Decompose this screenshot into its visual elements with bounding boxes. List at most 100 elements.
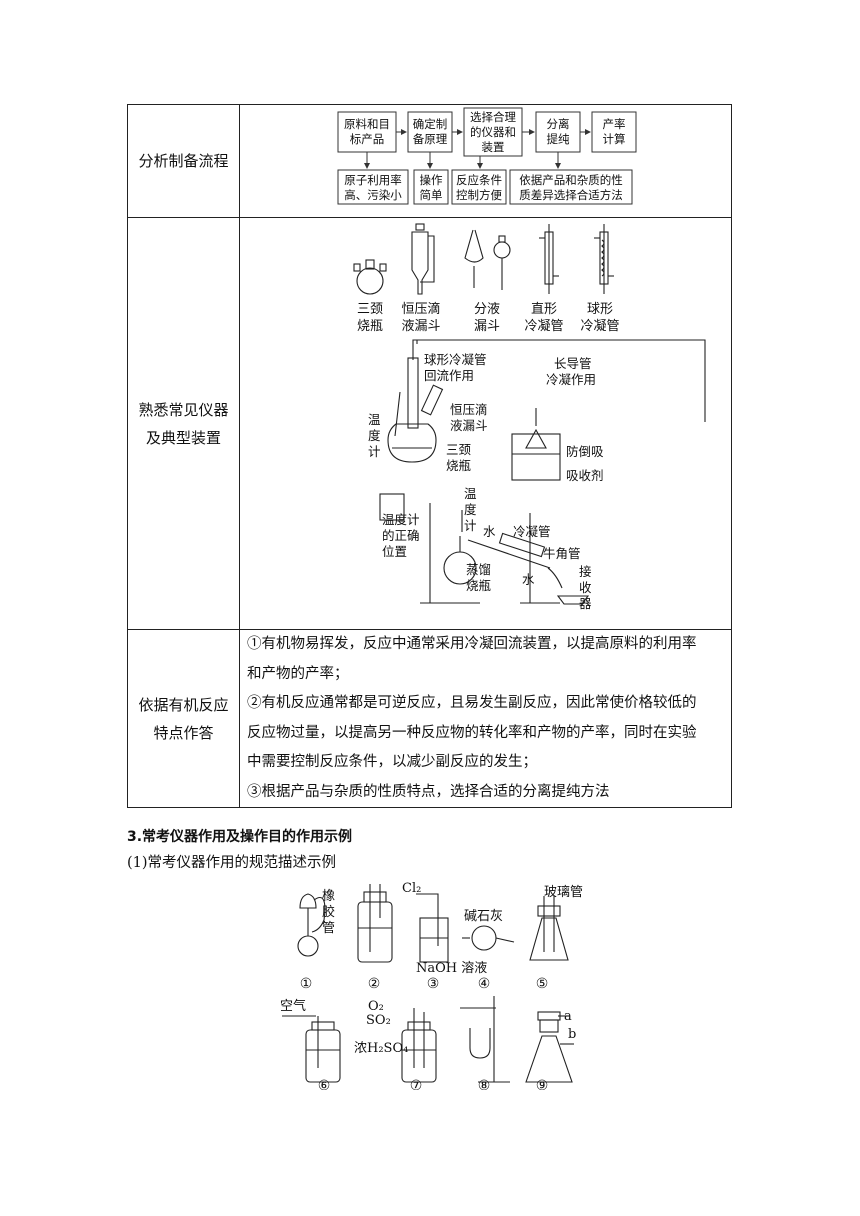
summary-table: 分析制备流程 — [127, 104, 732, 808]
flow-text: 计算 — [603, 132, 626, 146]
figure-number: ③ — [427, 976, 440, 992]
straight-condenser-icon — [539, 224, 559, 294]
apparatus-label: 直形 — [531, 302, 557, 317]
separatory-funnel-icon — [464, 229, 511, 290]
row-label-apparatus: 熟悉常见仪器 及典型装置 — [127, 217, 240, 630]
distill-label: 度 — [464, 502, 477, 517]
figure-label: a — [564, 1009, 572, 1024]
figure-number: ⑧ — [478, 1078, 491, 1090]
figure-4-icon — [462, 925, 515, 951]
distill-label: 收 — [579, 580, 592, 595]
distill-label: 烧瓶 — [466, 578, 491, 593]
flow-cell: 原料和目 标产品 确定制 备原理 选择合理 的仪器和 装置 分离 提纯 产率 计… — [239, 104, 732, 218]
flow-text: 依据产品和杂质的性 — [519, 173, 623, 187]
constant-pressure-funnel-icon — [411, 223, 435, 295]
instrument-figures: 橡 胶 管 Cl₂ NaOH 溶液 碱石灰 玻璃管 空气 O₂ SO₂ 浓H₂S… — [280, 881, 583, 1090]
flow-diagram: 原料和目 标产品 确定制 备原理 选择合理 的仪器和 装置 分离 提纯 产率 计… — [337, 107, 637, 205]
distillation-apparatus-icon — [379, 493, 590, 605]
distill-label: 蒸馏 — [466, 562, 491, 577]
reflux-label: 液漏斗 — [450, 418, 488, 433]
apparatus-label: 分液 — [474, 302, 500, 317]
figure-label: 玻璃管 — [544, 885, 583, 900]
figure-label: NaOH 溶液 — [416, 961, 487, 976]
flow-text: 反应条件 — [456, 173, 502, 187]
flow-text: 选择合理 — [470, 110, 516, 124]
figure-1-icon — [297, 893, 326, 957]
row-label-line: 特点作答 — [153, 723, 214, 742]
section-heading: 3.常考仪器作用及操作目的作用示例 — [127, 829, 353, 845]
reflux-label: 烧瓶 — [446, 458, 471, 473]
apparatus-label: 烧瓶 — [357, 319, 383, 334]
figure-label: 浓H₂SO₄ — [354, 1041, 408, 1056]
flow-text: 确定制 — [413, 117, 448, 131]
flow-text: 标产品 — [350, 132, 385, 146]
distill-label: 器 — [579, 596, 592, 611]
figure-7-icon — [401, 1008, 437, 1083]
reflux-label: 回流作用 — [424, 368, 474, 383]
figure-number: ① — [300, 976, 313, 992]
figure-number: ⑤ — [536, 976, 549, 992]
flow-text: 质差异选择合适方法 — [519, 188, 623, 202]
section-subheading: (1)常考仪器作用的规范描述示例 — [127, 855, 337, 871]
reflux-label: 恒压滴 — [450, 402, 488, 417]
note-line: ②有机反应通常都是可逆反应，且易发生副反应，因此常使价格较低的 — [247, 695, 697, 711]
distill-label: 接 — [579, 564, 592, 579]
figure-number: ② — [368, 976, 381, 992]
note-line: ③根据产品与杂质的性质特点，选择合适的分离提纯方法 — [247, 783, 610, 800]
distill-label: 位置 — [382, 544, 407, 559]
reflux-label: 长导管 — [554, 356, 592, 371]
figure-number: ⑥ — [318, 1078, 331, 1090]
figure-label: O₂ — [368, 999, 384, 1014]
flow-text: 的仪器和 — [470, 125, 516, 139]
distill-label: 温度计 — [382, 512, 420, 527]
distill-label: 温 — [464, 486, 477, 501]
figure-9-icon — [525, 1011, 574, 1083]
reflux-label: 冷凝作用 — [546, 372, 596, 387]
figure-number: ⑨ — [536, 1078, 549, 1090]
row-label-line: 及典型装置 — [145, 428, 221, 447]
apparatus-label: 冷凝管 — [580, 318, 619, 334]
figure-number: ⑦ — [410, 1078, 423, 1090]
figure-8-icon — [460, 996, 510, 1083]
figure-5-icon — [529, 896, 569, 961]
apparatus-label: 漏斗 — [474, 318, 500, 334]
figure-label: SO₂ — [366, 1013, 391, 1028]
bulb-condenser-icon — [594, 224, 614, 294]
row-label-flow: 分析制备流程 — [127, 104, 240, 218]
flow-text: 原料和目 — [344, 117, 390, 131]
apparatus-label: 液漏斗 — [401, 318, 440, 334]
row-label-line: 熟悉常见仪器 — [138, 400, 229, 419]
figure-2-icon — [357, 884, 393, 963]
flow-text: 提纯 — [547, 132, 570, 146]
figure-label: 碱石灰 — [464, 909, 503, 924]
note-line: 中需要控制反应条件，以减少副反应的发生； — [247, 754, 537, 770]
reflux-label: 防倒吸 — [566, 444, 604, 459]
reflux-label: 计 — [368, 444, 381, 459]
distill-label: 水 — [522, 572, 535, 587]
distill-label: 水 — [483, 524, 496, 539]
flow-text: 高、污染小 — [344, 188, 402, 202]
figure-label: 橡 — [322, 889, 335, 904]
row-label-line: 分析制备流程 — [138, 152, 229, 170]
flow-text: 产率 — [603, 117, 626, 131]
reflux-label: 三颈 — [446, 442, 472, 457]
apparatus-label: 恒压滴 — [401, 301, 440, 317]
note-line: 反应物过量，以提高另一种反应物的转化率和产物的产率，同时在实验 — [247, 724, 697, 741]
flow-text: 备原理 — [413, 132, 448, 146]
figure-label: 管 — [322, 921, 335, 936]
figure-label: b — [568, 1027, 576, 1042]
apparatus-label: 三颈 — [357, 302, 383, 317]
distill-label: 计 — [464, 518, 477, 533]
reflux-apparatus-icon — [387, 339, 706, 481]
figure-label: 胶 — [322, 904, 335, 920]
figure-label: Cl₂ — [402, 881, 421, 896]
figure-3-icon — [416, 893, 449, 963]
distill-label: 的正确 — [382, 528, 420, 543]
reflux-label: 温 — [368, 412, 381, 427]
row-label-line: 依据有机反应 — [138, 695, 229, 714]
notes-cell: ①有机物易挥发，反应中通常采用冷凝回流装置，以提高原料的利用率 和产物的产率； … — [239, 629, 732, 808]
figure-label: 空气 — [280, 998, 306, 1014]
figure-6-icon — [282, 1015, 341, 1083]
figure-number: ④ — [478, 976, 491, 992]
distill-label: 冷凝管 — [513, 524, 551, 539]
